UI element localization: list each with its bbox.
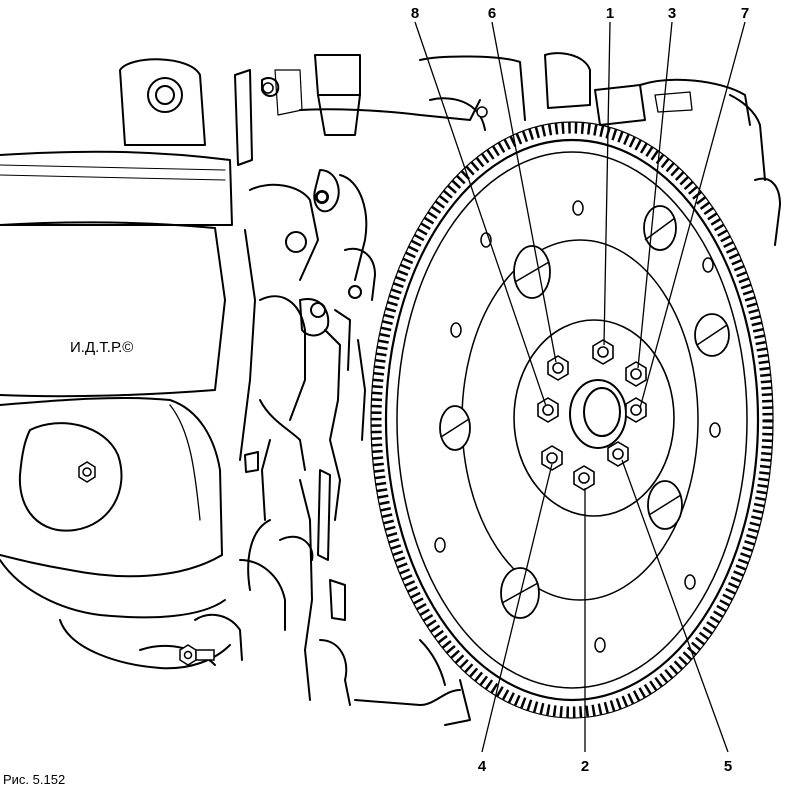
engine-block: [0, 52, 781, 726]
bolt-1: [592, 339, 614, 365]
bolt-3: [625, 361, 647, 387]
figure-label: Рис. 5.152: [3, 772, 65, 787]
callout-5: 5: [724, 758, 732, 775]
bolt-6: [547, 355, 569, 381]
bolt-8: [537, 397, 559, 423]
callout-leader-lines: [414, 21, 746, 753]
callout-4: 4: [478, 758, 487, 775]
bolt-5: [607, 441, 629, 467]
bolt-4: [541, 445, 563, 471]
callout-3: 3: [668, 5, 676, 22]
block-bolts: [78, 82, 488, 666]
callout-numbers: 1 2 3 4 5 6 7 8: [411, 5, 749, 775]
callout-7: 7: [741, 5, 749, 22]
bolt-2: [573, 465, 595, 491]
flange-bolts: [537, 339, 647, 491]
flywheel: [370, 121, 774, 719]
callout-6: 6: [488, 5, 496, 22]
callout-1: 1: [606, 5, 614, 22]
callout-8: 8: [411, 5, 419, 22]
bolt-7: [625, 397, 647, 423]
callout-2: 2: [581, 758, 589, 775]
watermark: И.Д.Т.Р.©: [70, 339, 133, 356]
